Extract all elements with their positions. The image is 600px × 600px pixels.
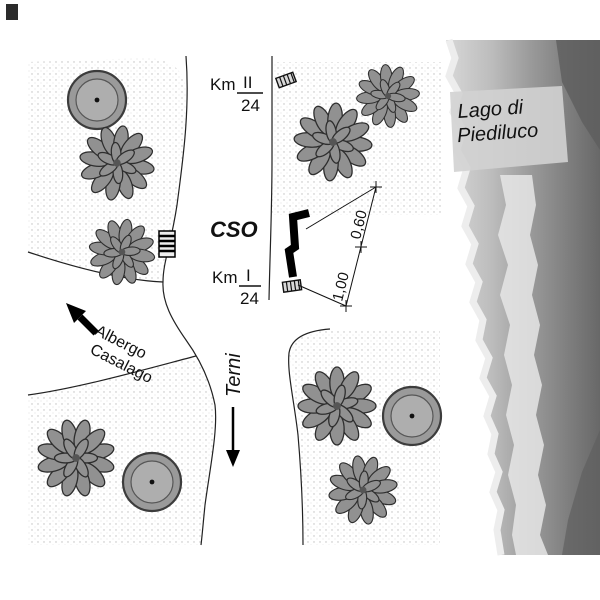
km-lower-denominator: 24 xyxy=(240,289,259,308)
lake-dark-patch-bottom xyxy=(562,430,600,555)
road-edge-branch-bottom xyxy=(27,355,197,396)
dim-leader-lower xyxy=(297,284,347,307)
dim-tick xyxy=(340,300,352,312)
road-edge-main-left xyxy=(162,55,217,546)
km-upper-prefix: Km xyxy=(210,75,236,94)
dim-leader-upper xyxy=(305,186,377,230)
km-upper-label: Km II 24 xyxy=(210,73,263,115)
lake-raster: Lago di Piediluco xyxy=(445,38,600,556)
km-lower-label: Km I 24 xyxy=(212,266,261,308)
cso-label: CSO xyxy=(210,217,258,242)
cso-structure-icon xyxy=(284,209,310,278)
dim-tick xyxy=(370,181,382,193)
lake-label-light-patch xyxy=(450,86,568,172)
km-upper-numerator: II xyxy=(243,73,252,92)
km-upper-denominator: 24 xyxy=(241,96,260,115)
dim-tick xyxy=(355,241,367,253)
km-marker-lower-icon xyxy=(281,279,303,293)
dimension-lower-label: 1,00 xyxy=(329,271,353,303)
albergo-direction-arrow-icon xyxy=(66,303,99,336)
dimension-lines xyxy=(297,181,382,312)
round-tree-icon xyxy=(66,69,128,131)
lake-dark-patch-top xyxy=(556,40,600,150)
terni-direction-arrow-icon xyxy=(226,407,240,467)
road-edge-middle-upper xyxy=(268,56,273,301)
terni-label: Terni xyxy=(223,353,245,397)
grill-symbol-icon xyxy=(158,230,176,258)
round-tree-icon xyxy=(381,385,443,447)
km-lower-prefix: Km xyxy=(212,268,238,287)
dimension-upper-label: 0,60 xyxy=(347,209,371,241)
km-lower-numerator: I xyxy=(246,266,251,285)
road-edge-middle-lower xyxy=(288,328,331,546)
road-edge-branch-top xyxy=(27,251,164,283)
lake-light-streak xyxy=(498,175,548,555)
corner-mark xyxy=(6,4,18,20)
road-edges xyxy=(27,55,331,546)
lake-label-line1: Lago di xyxy=(457,96,525,123)
round-tree-icon xyxy=(121,451,183,513)
